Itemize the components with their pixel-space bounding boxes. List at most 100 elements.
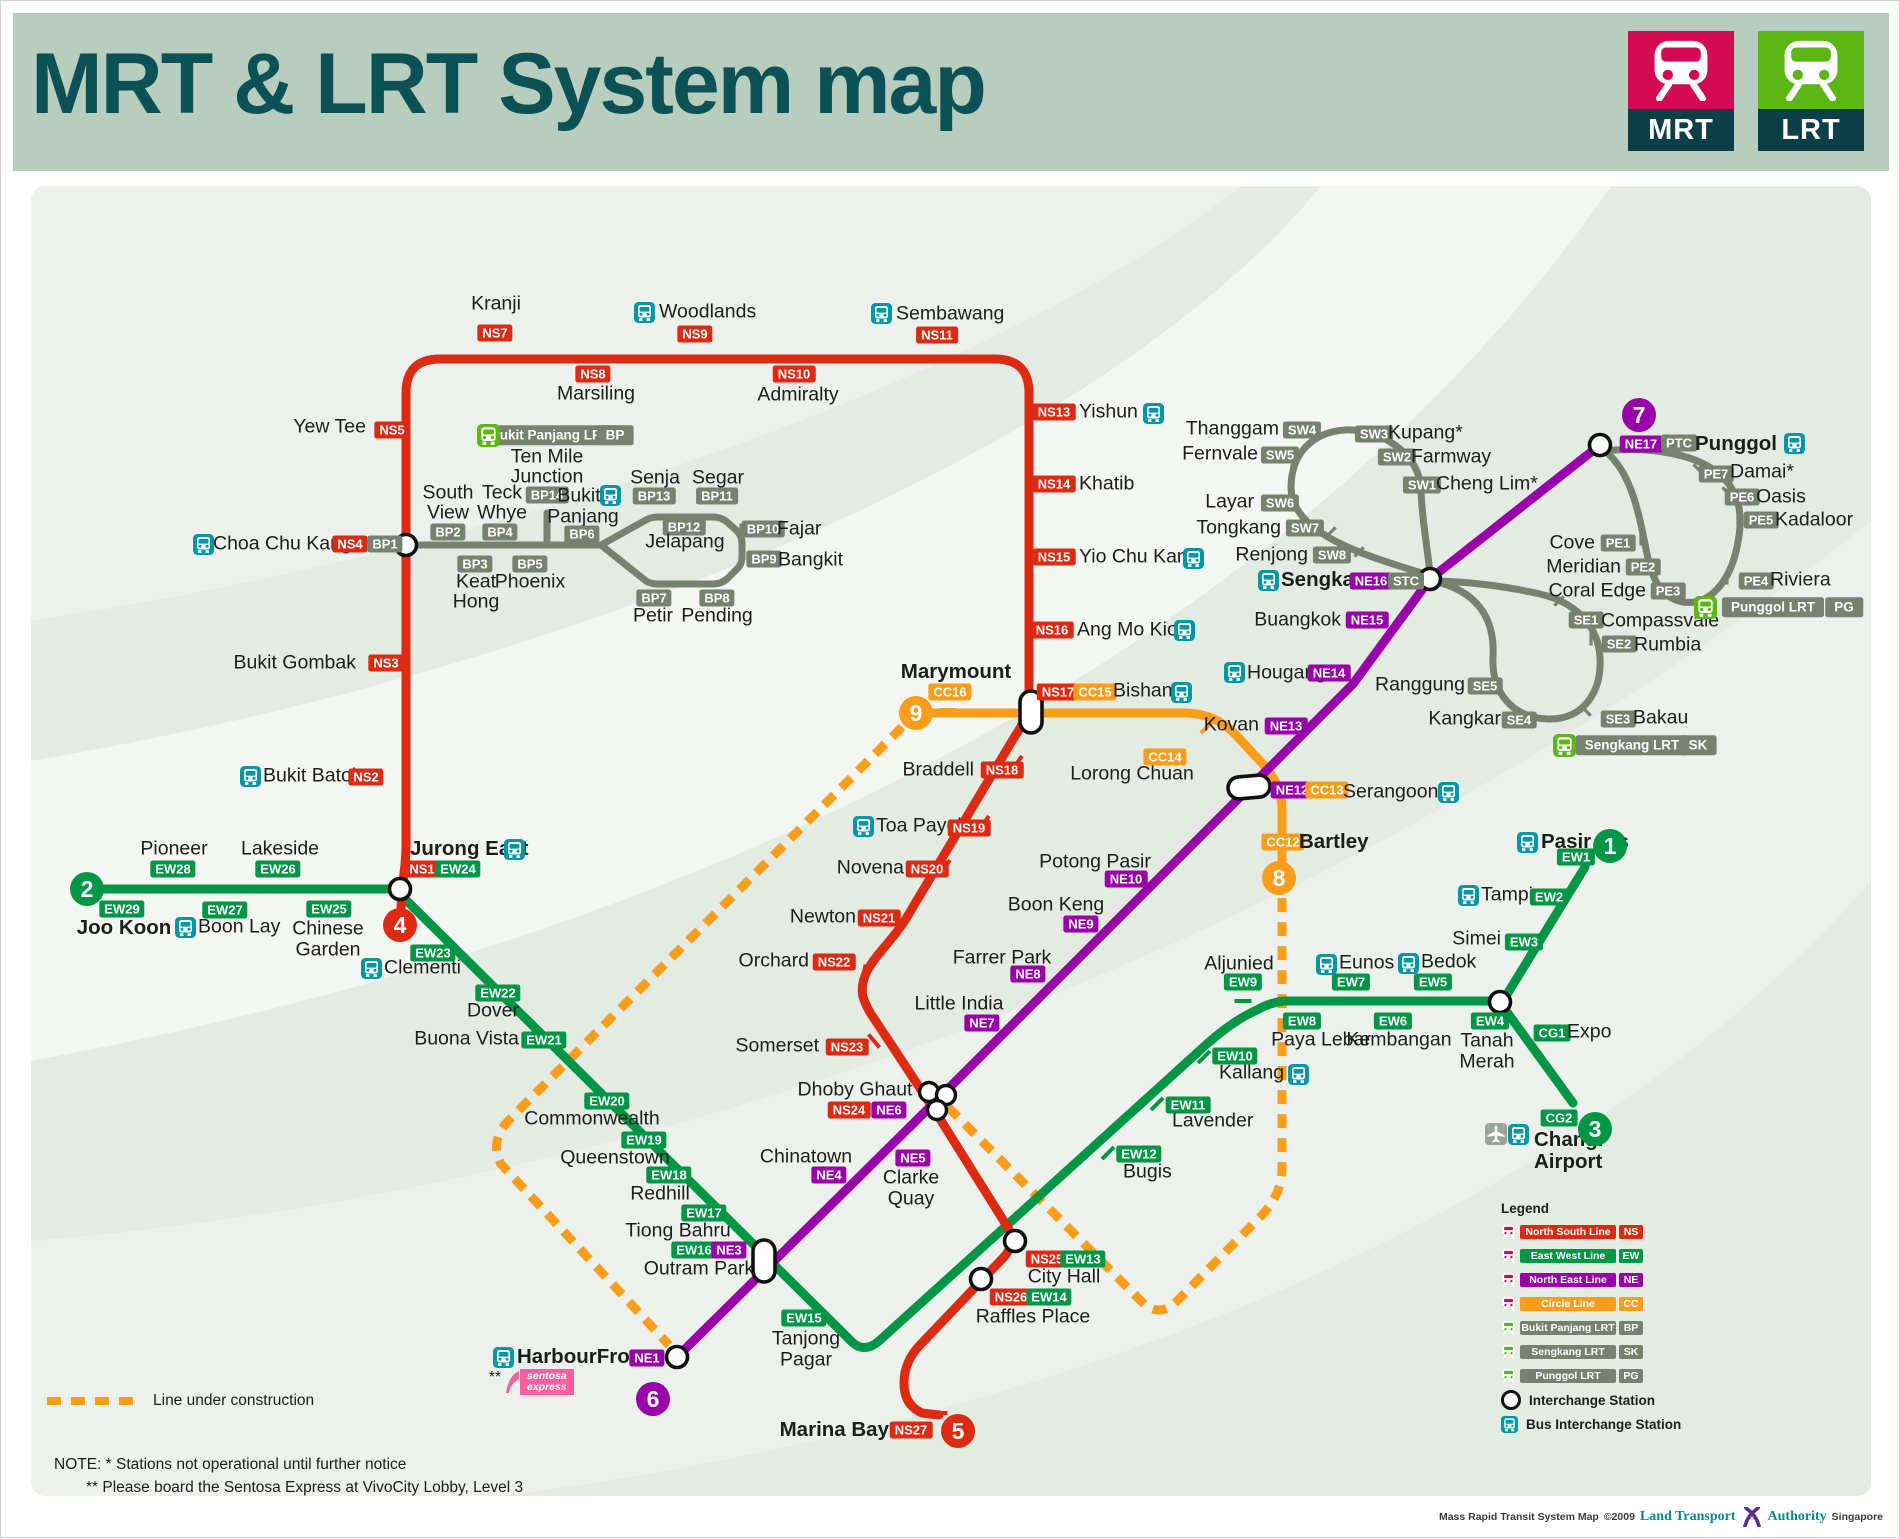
- credit-map-title: Mass Rapid Transit System Map: [1438, 1511, 1599, 1523]
- line-number-ball: 4: [383, 908, 417, 942]
- station-badge: NE7: [964, 1014, 1000, 1032]
- station-label: Compassvale: [1601, 609, 1720, 632]
- station-badge: EW3: [1504, 933, 1544, 951]
- station-badge: SW3: [1354, 425, 1394, 443]
- station-tick: [1096, 925, 1112, 941]
- station-badge: EW25: [306, 900, 352, 918]
- station-label: Yew Tee: [293, 415, 366, 438]
- station-badge: SW8: [1312, 546, 1352, 564]
- station-badge: EW27: [202, 901, 248, 919]
- lrt-logo-label: LRT: [1758, 109, 1864, 151]
- legend-bus-row: Bus Interchange Station: [1501, 1415, 1681, 1433]
- station-badge: NS7: [477, 324, 513, 342]
- station-badge: CG1: [1533, 1024, 1571, 1042]
- station-label: Clarke: [882, 1166, 940, 1189]
- station-badge: BP10: [741, 520, 785, 538]
- bus-interchange-icon: [1507, 1123, 1529, 1145]
- header-band: MRT & LRT System map: [13, 13, 1889, 171]
- station-label: Bugis: [1123, 1160, 1172, 1183]
- station-badge: NS26: [989, 1288, 1033, 1306]
- station-tick: [1560, 1087, 1574, 1103]
- station-label: Cove: [1549, 531, 1595, 554]
- station-badge: BP13: [632, 487, 676, 505]
- station-label: Sembawang: [896, 302, 1005, 325]
- bus-interchange-icon: [852, 815, 874, 837]
- station-badge: EW2: [1529, 888, 1569, 906]
- station-badge: EW5: [1413, 973, 1453, 991]
- station-badge: CC14: [1143, 748, 1187, 766]
- line-ns: [396, 354, 1034, 1420]
- station-label: South: [422, 481, 474, 504]
- station-label: Tongkang: [1196, 516, 1281, 539]
- station-label: Lavender: [1172, 1109, 1254, 1132]
- line-lrt: [1428, 577, 1604, 723]
- station-tick: [269, 887, 287, 891]
- station-tick: [996, 1025, 1012, 1041]
- bus-interchange-icon: [1223, 661, 1245, 683]
- station-label: Boon Keng: [1007, 893, 1105, 916]
- legend-line-code: EW: [1619, 1248, 1643, 1264]
- station-label: Keat: [455, 570, 497, 593]
- station-label: NOTE: * Stations not operational until f…: [54, 1456, 407, 1473]
- station-tick: [441, 543, 455, 547]
- lrt-logo: LRT: [1758, 31, 1864, 151]
- lrt-bus-icon: [1552, 733, 1576, 757]
- station-badge: NE9: [1063, 915, 1099, 933]
- station-tick: [649, 582, 663, 586]
- station-label: Outram Park: [643, 1257, 755, 1280]
- station-badge: EW16: [671, 1241, 717, 1259]
- station-badge: BP3: [457, 555, 493, 573]
- bus-interchange-icon: [1315, 953, 1337, 975]
- station-label: Riviera: [1770, 568, 1831, 591]
- station-tick: [1736, 512, 1740, 526]
- station-tick: [164, 887, 182, 891]
- station-label: Eunos: [1339, 951, 1395, 974]
- station-label: View: [427, 501, 469, 524]
- legend-line-label: Punggol LRT: [1520, 1368, 1616, 1384]
- station-badge: SW4: [1282, 421, 1322, 439]
- station-tick: [1580, 705, 1592, 717]
- station-badge: BP: [596, 425, 634, 445]
- station-label: Kupang*: [1388, 421, 1463, 444]
- legend-line-label: Circle Line: [1520, 1296, 1616, 1312]
- station-badge: CC13: [1305, 781, 1349, 799]
- station-label: Simei: [1452, 927, 1501, 950]
- interchange-station: [664, 1344, 690, 1370]
- station-label: Segar: [691, 466, 745, 489]
- mrt-line-icon: [1501, 1273, 1516, 1288]
- station-label: Bakau: [1633, 706, 1689, 729]
- station-label: Bishan: [1113, 679, 1173, 702]
- bus-interchange-icon: [1397, 952, 1419, 974]
- station-badge: NE4: [811, 1166, 847, 1184]
- station-badge: EW4: [1470, 1012, 1510, 1030]
- station-label: Ten Mile: [510, 445, 584, 468]
- station-label: Merah: [1459, 1050, 1515, 1073]
- mrt-line-icon: [1501, 1249, 1516, 1264]
- station-label: Junction: [510, 465, 584, 488]
- station-label: Kallang: [1219, 1061, 1285, 1084]
- station-badge: SK: [1679, 735, 1717, 755]
- station-tick: [1234, 999, 1252, 1003]
- lrt-line-icon: [1501, 1345, 1516, 1360]
- station-label: Lorong Chuan: [1070, 762, 1194, 785]
- station-badge: NE14: [1307, 664, 1351, 682]
- station-badge: PE5: [1743, 511, 1779, 529]
- station-tick: [1639, 532, 1643, 546]
- station-badge: NS13: [1032, 403, 1076, 421]
- station-label: Quay: [887, 1187, 935, 1210]
- bus-interchange-icon: [174, 916, 196, 938]
- station-badge: PE4: [1738, 572, 1774, 590]
- station-label: Commonwealth: [524, 1107, 660, 1130]
- station-label: Tanah: [1460, 1029, 1514, 1052]
- station-badge: SW7: [1285, 519, 1325, 537]
- mrt-line-icon: [1501, 1225, 1516, 1240]
- station-label: Pioneer: [140, 837, 208, 860]
- station-label: Paya Lebar: [1271, 1028, 1371, 1051]
- station-badge: BP5: [512, 555, 548, 573]
- interchange-station: [1487, 989, 1513, 1015]
